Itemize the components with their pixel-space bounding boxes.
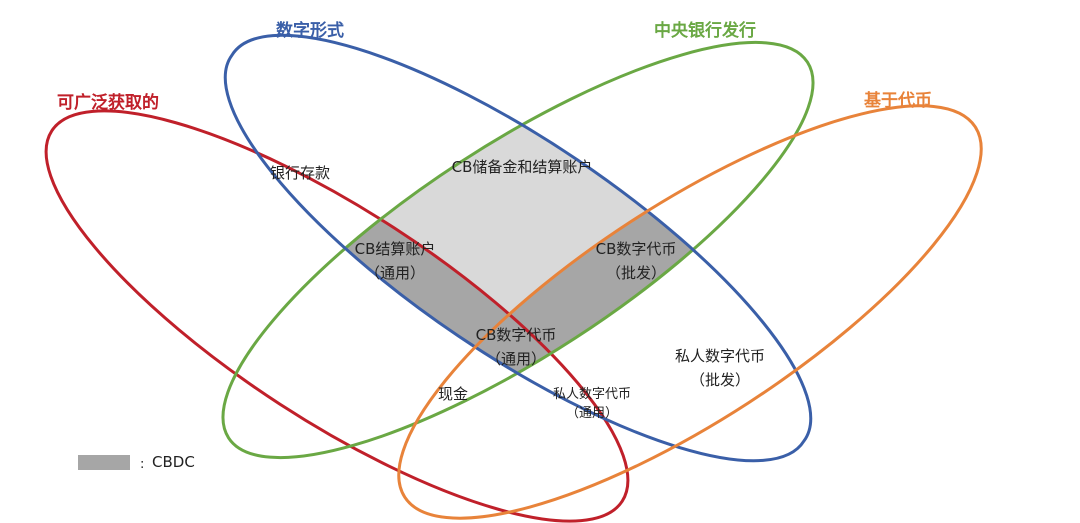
set-label-token: 基于代币 bbox=[863, 90, 932, 111]
set-label-digital: 数字形式 bbox=[276, 20, 344, 41]
set-label-universal: 可广泛获取的 bbox=[57, 92, 159, 113]
digital-set-ellipse bbox=[223, 33, 813, 463]
token-set-ellipse bbox=[397, 104, 983, 520]
region-private-token-general: 私人数字代币 bbox=[553, 387, 631, 402]
region-bank-deposits: 银行存款 bbox=[270, 164, 330, 182]
region-cb-accounts-sub: （通用） bbox=[365, 264, 425, 282]
region-cb-reserves: CB储备金和结算账户 bbox=[452, 158, 593, 176]
region-private-token-wholesale-sub: （批发） bbox=[690, 371, 750, 389]
region-cb-token-wholesale: CB数字代币 bbox=[596, 240, 677, 258]
legend-swatch bbox=[78, 455, 130, 470]
region-cb-token-general: CB数字代币 bbox=[476, 326, 557, 344]
region-cb-token-wholesale-sub: （批发） bbox=[606, 264, 666, 282]
region-cash: 现金 bbox=[438, 385, 468, 403]
region-private-token-general-sub: （通用） bbox=[566, 406, 618, 421]
region-private-token-wholesale: 私人数字代币 bbox=[675, 347, 765, 365]
legend-separator: : bbox=[140, 457, 144, 472]
region-cb-accounts: CB结算账户 bbox=[355, 240, 436, 258]
region-cb-token-general-sub: （通用） bbox=[486, 350, 546, 368]
set-label-central-bank: 中央银行发行 bbox=[654, 20, 756, 41]
universal-set-ellipse bbox=[44, 109, 630, 523]
central-bank-set-ellipse bbox=[221, 40, 815, 460]
legend-label: CBDC bbox=[152, 453, 195, 471]
